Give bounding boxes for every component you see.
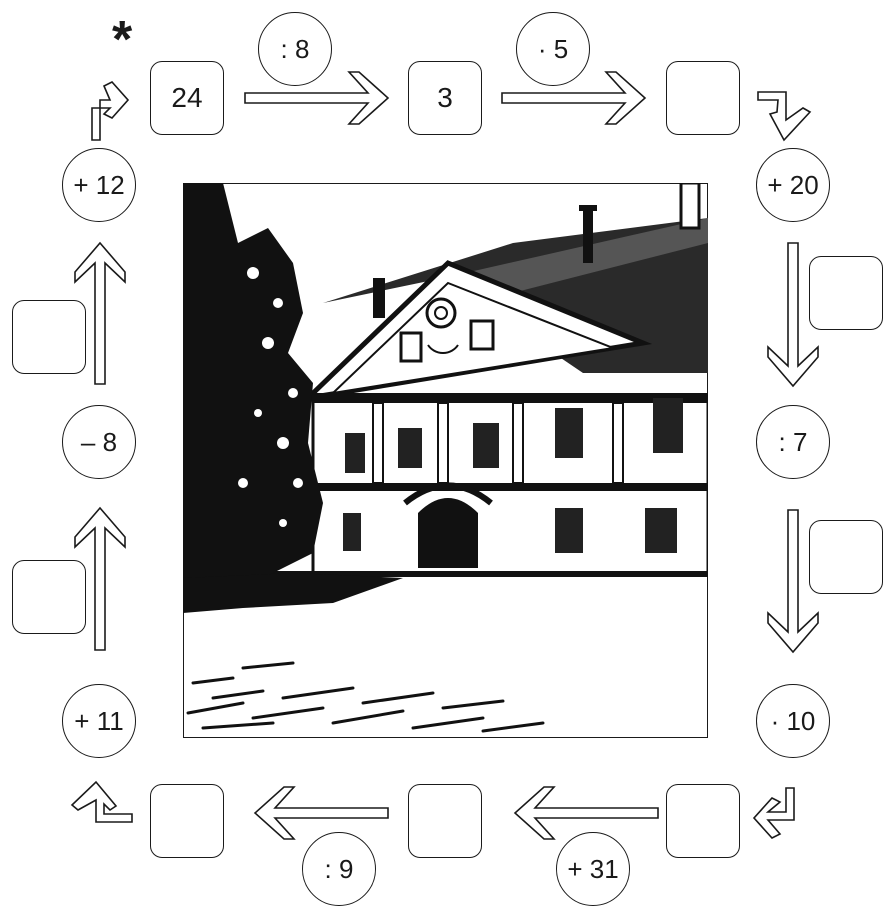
arrow-bend-bottomleft [72,782,132,822]
answer-box-2[interactable]: 3 [408,61,482,135]
operation-plus-11: + 11 [62,684,136,758]
answer-box-10[interactable] [12,300,86,374]
start-marker-star: * [112,14,132,66]
castle-illustration [183,183,708,738]
operation-multiply-10: · 10 [756,684,830,758]
operation-divide-7: : 7 [756,405,830,479]
operation-divide-8: : 8 [258,12,332,86]
answer-box-8[interactable] [150,784,224,858]
answer-box-6[interactable] [666,784,740,858]
operation-multiply-5: · 5 [516,12,590,86]
answer-box-1[interactable]: 24 [150,61,224,135]
answer-box-5[interactable] [809,520,883,594]
answer-box-7[interactable] [408,784,482,858]
operation-plus-20: + 20 [756,148,830,222]
arrow-bend-bottomright [754,788,794,838]
operation-minus-8: – 8 [62,405,136,479]
answer-box-9[interactable] [12,560,86,634]
arrow-right-1 [245,72,388,124]
operation-plus-31: + 31 [556,832,630,906]
answer-box-4[interactable] [809,256,883,330]
arrow-bend-topright [758,92,810,140]
operation-divide-9: : 9 [302,832,376,906]
arrow-left-2 [255,787,388,839]
operation-plus-12: + 12 [62,148,136,222]
arrow-left-1 [515,787,658,839]
arrow-bend-topleft [92,82,128,140]
answer-box-3[interactable] [666,61,740,135]
